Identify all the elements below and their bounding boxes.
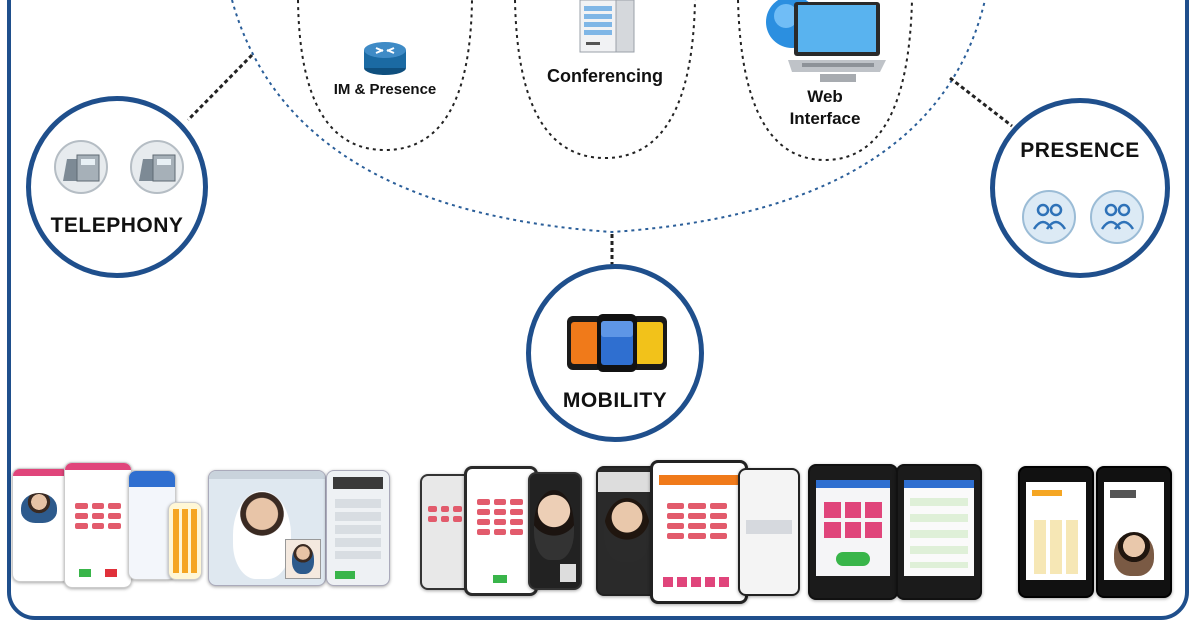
outer-dotted-arc xyxy=(231,0,986,234)
tablet-softphone-device xyxy=(12,462,202,588)
telephony-label: TELEPHONY xyxy=(50,214,184,237)
mobility-label: MOBILITY xyxy=(562,389,668,412)
presence-people-icon xyxy=(1019,189,1147,245)
web-interface-label-line1: Web xyxy=(807,87,843,106)
telephony-connector xyxy=(186,53,254,122)
web-interface-oval xyxy=(737,0,913,162)
mobility-hub: MOBILITY xyxy=(526,264,704,442)
telephony-hub: TELEPHONY xyxy=(26,96,208,278)
web-interface-label-line2: Interface xyxy=(789,109,861,128)
presence-connector xyxy=(949,76,1013,128)
router-icon xyxy=(362,38,408,76)
desktop-video-client-device xyxy=(208,470,390,588)
desk-phone-icon xyxy=(53,139,185,195)
laptop-globe-icon xyxy=(762,0,888,84)
diagram-frame xyxy=(7,0,1189,620)
nokia-phones-device xyxy=(1018,466,1172,598)
conferencing-label: Conferencing xyxy=(546,66,663,86)
im-presence-oval xyxy=(297,0,473,152)
blackberry-phones-device xyxy=(808,464,982,600)
server-icon xyxy=(576,0,638,56)
presence-label: PRESENCE xyxy=(1020,139,1140,162)
conferencing-oval xyxy=(514,0,696,160)
mobile-apps-icon xyxy=(567,314,667,372)
im-presence-label: IM & Presence xyxy=(333,81,437,98)
iphone-apps-device xyxy=(596,460,800,604)
presence-hub: PRESENCE xyxy=(990,98,1170,278)
android-phones-device xyxy=(420,466,582,596)
